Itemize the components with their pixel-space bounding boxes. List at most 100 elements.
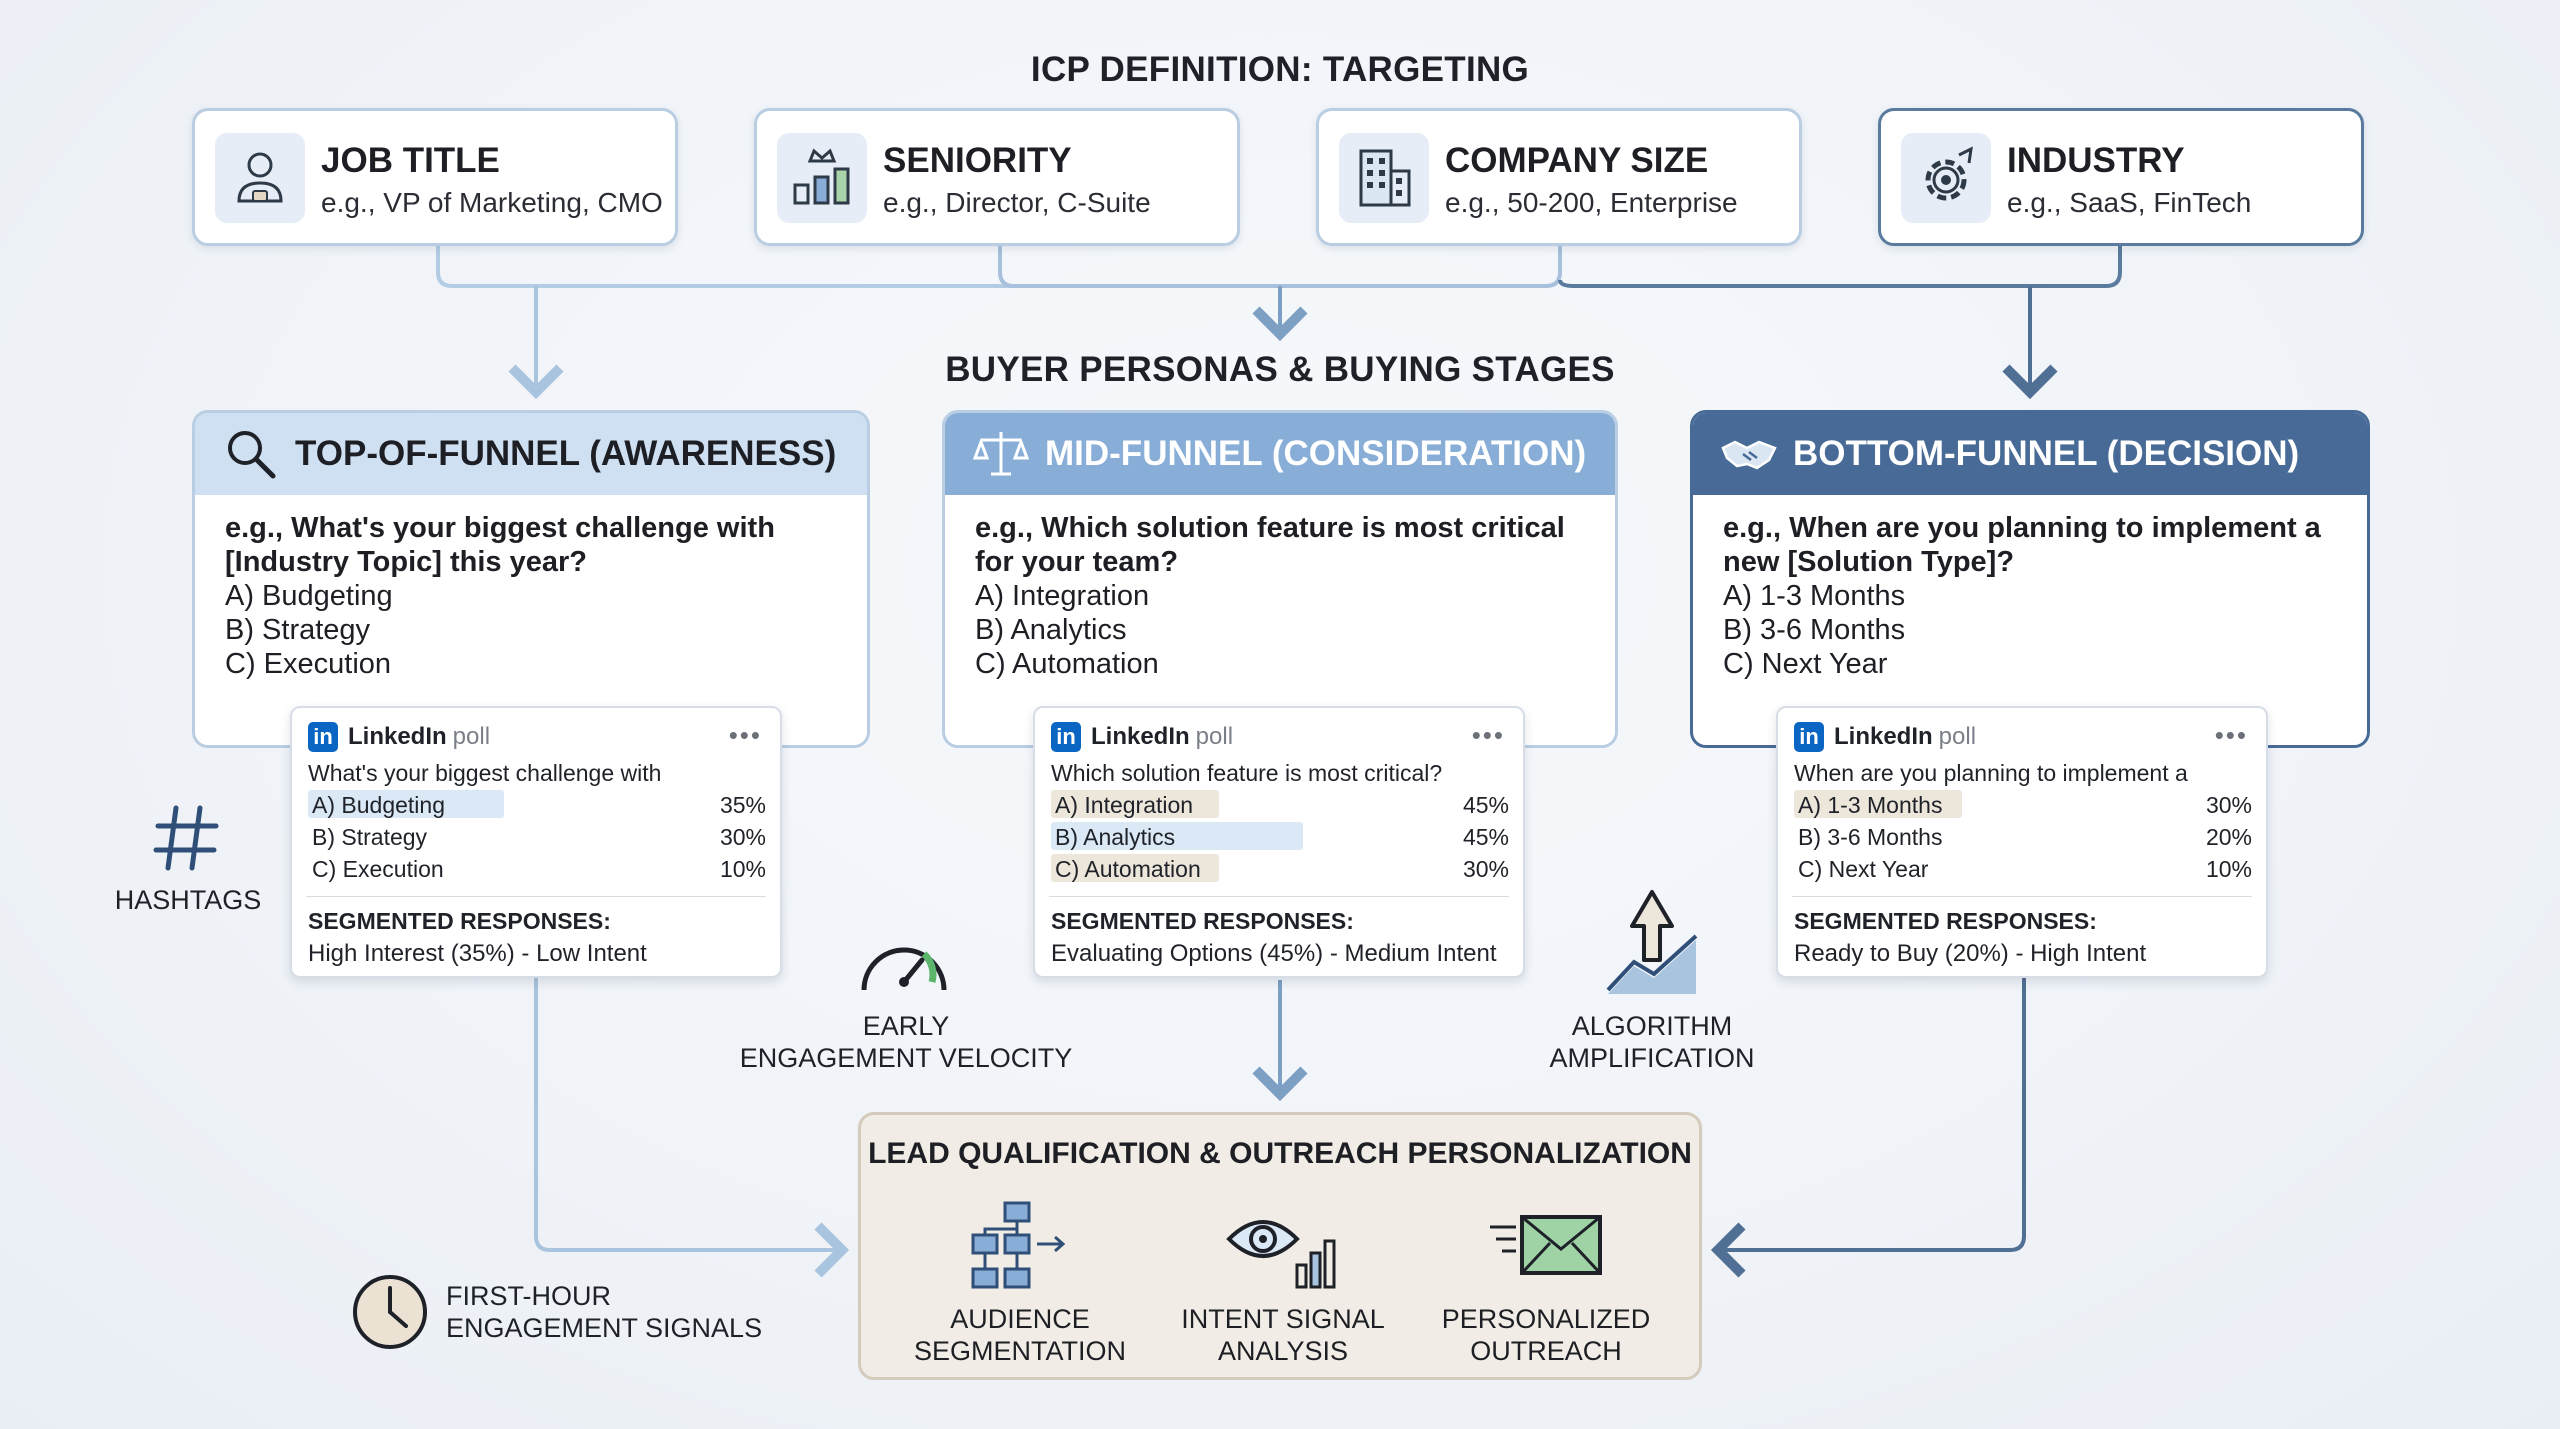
poll-option-percent: 30% bbox=[719, 824, 766, 850]
clock-icon bbox=[353, 1275, 427, 1349]
poll-option-label: B) Strategy bbox=[312, 824, 428, 850]
lead-item-outreach: PERSONALIZED OUTREACH bbox=[1431, 1199, 1661, 1367]
lead-item-label: ANALYSIS bbox=[1217, 1336, 1349, 1366]
linkedin-icon: in bbox=[1051, 722, 1081, 752]
poll-brand: LinkedIn bbox=[1091, 723, 1190, 750]
funnel-title: MID-FUNNEL (CONSIDERATION) bbox=[1045, 434, 1587, 473]
poll-option-label: C) Next Year bbox=[1798, 856, 1929, 882]
funnel-header: BOTTOM-FUNNEL (DECISION) bbox=[1693, 413, 2367, 495]
funnel-option: A) 1-3 Months bbox=[1723, 580, 1906, 612]
segmented-label: SEGMENTED RESPONSES: bbox=[1794, 908, 2097, 934]
funnel-option: A) Budgeting bbox=[225, 580, 393, 612]
speedometer-icon bbox=[861, 947, 947, 991]
algorithm-label-1: ALGORITHM bbox=[1571, 1011, 1733, 1041]
poll-question: What's your biggest challenge with bbox=[308, 760, 662, 786]
funnel-top: TOP-OF-FUNNEL (AWARENESS) e.g., What's y… bbox=[192, 410, 870, 748]
icp-card-seniority: SENIORITY e.g., Director, C-Suite bbox=[754, 108, 1240, 246]
poll-question: Which solution feature is most critical? bbox=[1051, 760, 1443, 786]
poll-option-percent: 30% bbox=[1462, 856, 1509, 882]
funnel-option: B) Analytics bbox=[975, 614, 1127, 646]
poll-option[interactable]: A) Integration 45% bbox=[1051, 790, 1509, 818]
crown-bars-icon bbox=[777, 133, 867, 223]
poll-option-label: A) Budgeting bbox=[312, 792, 445, 818]
poll-option-label: B) 3-6 Months bbox=[1798, 824, 1943, 850]
funnel-question: new [Solution Type]? bbox=[1723, 546, 2015, 578]
poll-option-label: A) Integration bbox=[1055, 792, 1194, 818]
funnel-option: C) Automation bbox=[975, 648, 1159, 680]
segmented-label: SEGMENTED RESPONSES: bbox=[308, 908, 611, 934]
funnel-header: MID-FUNNEL (CONSIDERATION) bbox=[945, 413, 1615, 495]
funnel-option: B) 3-6 Months bbox=[1723, 614, 1906, 646]
icp-card-title: COMPANY SIZE bbox=[1445, 141, 1709, 180]
icp-card-company-size: COMPANY SIZE e.g., 50-200, Enterprise bbox=[1316, 108, 1802, 246]
funnel-question: [Industry Topic] this year? bbox=[225, 546, 588, 578]
poll-option-label: B) Analytics bbox=[1055, 824, 1176, 850]
funnel-option: A) Integration bbox=[975, 580, 1150, 612]
funnel-question: e.g., What's your biggest challenge with bbox=[225, 512, 775, 544]
more-options-icon[interactable]: ••• bbox=[728, 720, 762, 750]
person-icon bbox=[215, 133, 305, 223]
poll-option[interactable]: C) Execution 10% bbox=[308, 854, 766, 882]
icp-card-sub: e.g., Director, C-Suite bbox=[883, 187, 1151, 218]
icp-title: ICP DEFINITION: TARGETING bbox=[1030, 50, 1530, 89]
more-options-icon[interactable]: ••• bbox=[2214, 720, 2248, 750]
more-options-icon[interactable]: ••• bbox=[1471, 720, 1505, 750]
poll-option-percent: 45% bbox=[1462, 824, 1509, 850]
icp-card-title: INDUSTRY bbox=[2007, 141, 2185, 180]
funnel-mid: MID-FUNNEL (CONSIDERATION) e.g., Which s… bbox=[942, 410, 1618, 748]
segmented-label: SEGMENTED RESPONSES: bbox=[1051, 908, 1354, 934]
velocity-label-1: EARLY bbox=[862, 1011, 950, 1041]
icp-card-title: JOB TITLE bbox=[321, 141, 500, 180]
poll-option-percent: 20% bbox=[2205, 824, 2252, 850]
scale-icon bbox=[972, 432, 1030, 476]
icp-card-job-title: JOB TITLE e.g., VP of Marketing, CMO bbox=[192, 108, 678, 246]
poll-option-percent: 10% bbox=[719, 856, 766, 882]
poll-option[interactable]: B) Strategy 30% bbox=[308, 822, 766, 850]
poll-option[interactable]: B) 3-6 Months 20% bbox=[1794, 822, 2252, 850]
icp-card-sub: e.g., VP of Marketing, CMO bbox=[321, 187, 663, 218]
poll-brand: LinkedIn bbox=[1834, 723, 1933, 750]
hashtags-label: HASHTAGS bbox=[114, 885, 262, 915]
algorithm-label-2: AMPLIFICATION bbox=[1549, 1043, 1755, 1073]
funnel-question: e.g., Which solution feature is most cri… bbox=[975, 512, 1565, 544]
lead-title: LEAD QUALIFICATION & OUTREACH PERSONALIZ… bbox=[868, 1137, 1692, 1170]
funnel-title: TOP-OF-FUNNEL (AWARENESS) bbox=[295, 434, 837, 473]
envelope-icon bbox=[1490, 1215, 1602, 1275]
funnel-option: B) Strategy bbox=[225, 614, 371, 646]
segmented-result: High Interest (35%) - Low Intent bbox=[308, 940, 647, 967]
trend-up-icon bbox=[1606, 890, 1698, 994]
velocity-label-2: ENGAGEMENT VELOCITY bbox=[739, 1043, 1073, 1073]
divider bbox=[1049, 896, 1509, 897]
divider bbox=[306, 896, 766, 897]
funnel-question: e.g., When are you planning to implement… bbox=[1723, 512, 2321, 544]
lead-item-label: AUDIENCE bbox=[950, 1304, 1090, 1334]
lead-item-label: INTENT SIGNAL bbox=[1181, 1304, 1385, 1334]
gear-icon bbox=[1901, 133, 1991, 223]
funnel-option: C) Next Year bbox=[1723, 648, 1888, 680]
lead-item-intent: INTENT SIGNAL ANALYSIS bbox=[1168, 1199, 1398, 1367]
funnel-bottom: BOTTOM-FUNNEL (DECISION) e.g., When are … bbox=[1690, 410, 2370, 748]
first-hour-label-1: FIRST-HOUR bbox=[446, 1281, 611, 1311]
poll-option-label: A) 1-3 Months bbox=[1798, 792, 1943, 818]
lead-item-label: PERSONALIZED bbox=[1441, 1304, 1651, 1334]
segmented-result: Ready to Buy (20%) - High Intent bbox=[1794, 940, 2147, 967]
poll-question: When are you planning to implement a bbox=[1794, 760, 2188, 786]
magnifier-icon bbox=[228, 431, 276, 479]
poll-brand: LinkedIn bbox=[348, 723, 447, 750]
poll-kind: poll bbox=[452, 723, 491, 750]
poll-option-label: C) Execution bbox=[312, 856, 444, 882]
funnel-header: TOP-OF-FUNNEL (AWARENESS) bbox=[195, 413, 867, 495]
first-hour-label-2: ENGAGEMENT SIGNALS bbox=[446, 1313, 763, 1343]
lead-item-label: SEGMENTATION bbox=[913, 1336, 1126, 1366]
poll-option-percent: 45% bbox=[1462, 792, 1509, 818]
poll-option[interactable]: B) Analytics 45% bbox=[1051, 822, 1509, 850]
funnel-title: BOTTOM-FUNNEL (DECISION) bbox=[1793, 434, 2300, 473]
